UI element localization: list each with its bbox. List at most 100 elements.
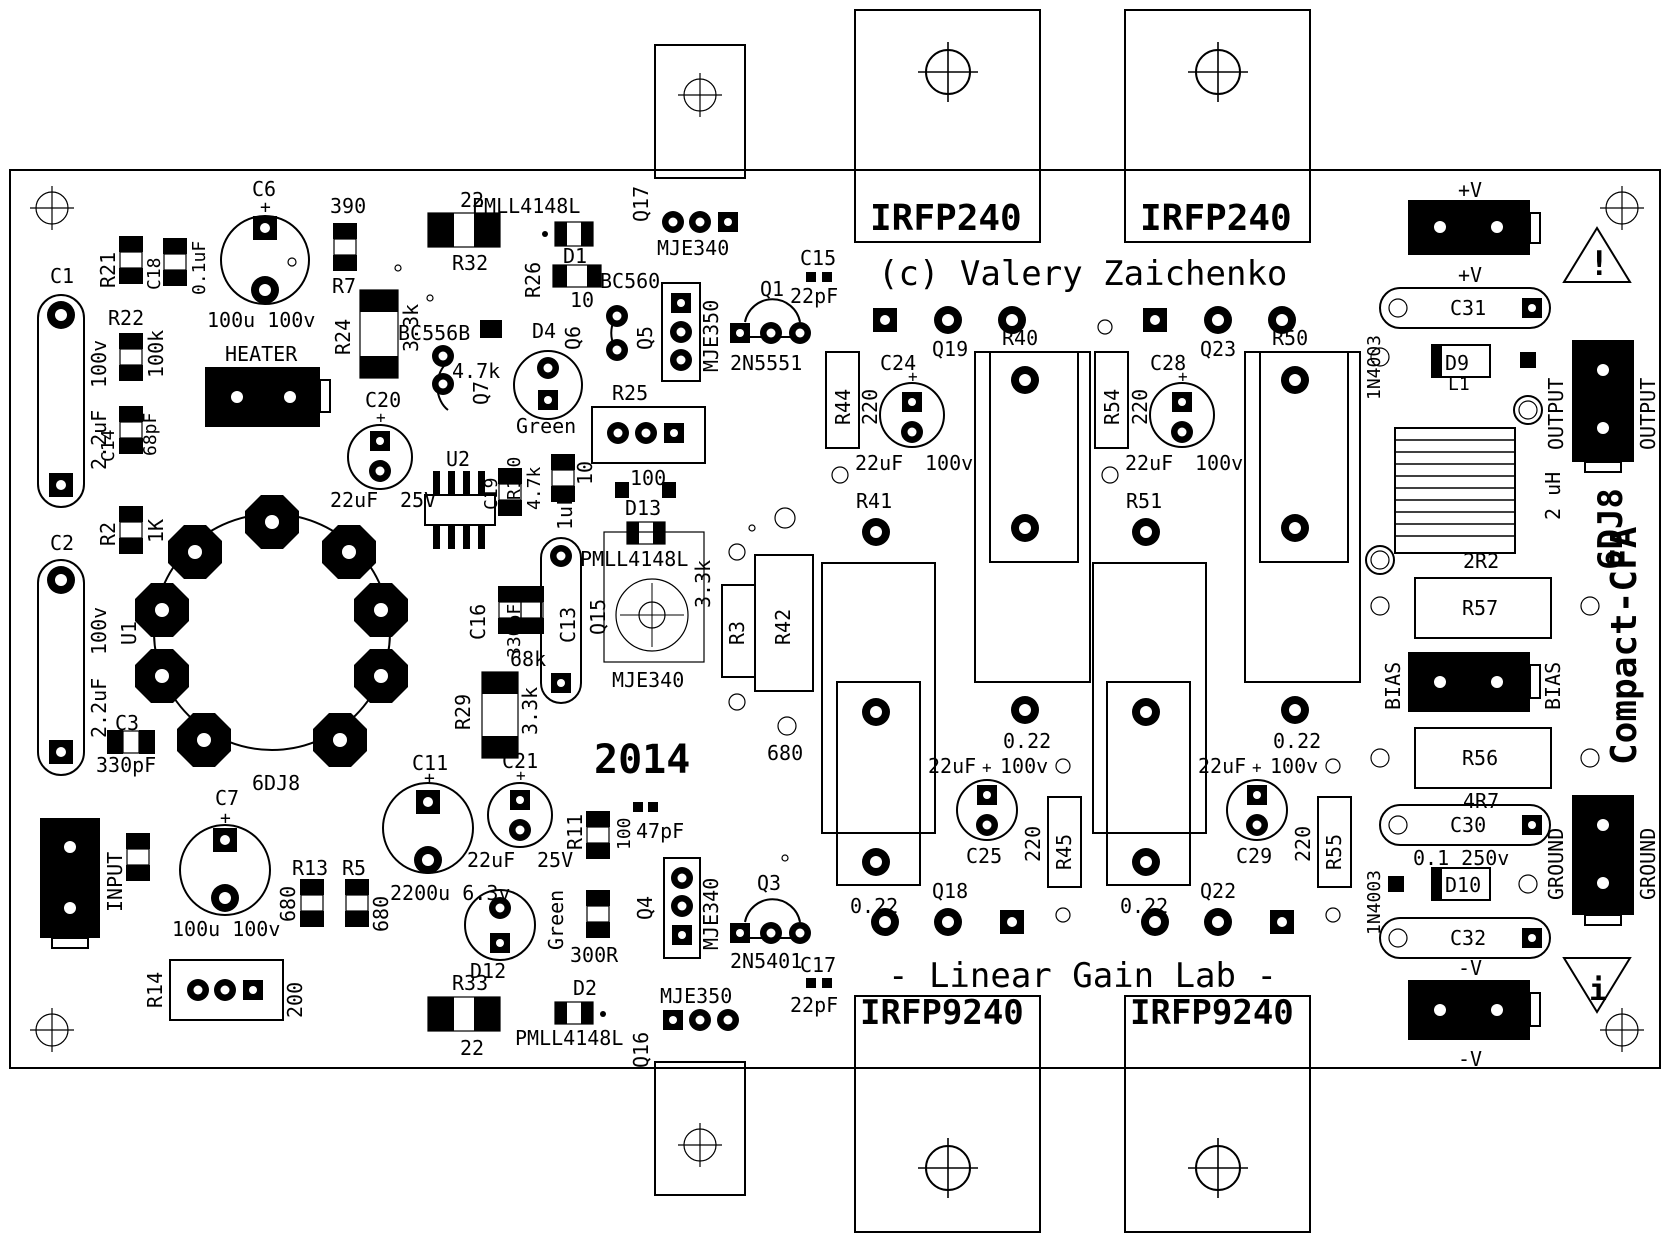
c7-value: 100u 100v	[172, 917, 280, 941]
r-10-value: 10	[573, 461, 597, 485]
q5-type: BC560	[600, 269, 660, 293]
c18-value: 0.1uF	[189, 241, 210, 295]
q1-label: Q1	[760, 277, 784, 301]
board-outline	[9, 169, 1661, 1069]
svg-text:+: +	[516, 766, 526, 785]
q4-type: MJE340	[699, 878, 723, 950]
ground-label-left: GROUND	[1544, 828, 1568, 900]
c15-value: 22pF	[790, 284, 838, 308]
irfp9240-right-label: IRFP9240	[1130, 993, 1294, 1033]
r32-label: R32	[452, 251, 488, 275]
d9-label: D9	[1445, 351, 1469, 375]
r11-value: 100	[614, 817, 635, 850]
q15-label: Q15	[586, 599, 610, 635]
c15-label: C15	[800, 246, 836, 270]
irfp9240-right-outline	[1124, 995, 1311, 1233]
r51-label: R51	[1126, 489, 1162, 513]
r25-value: 100	[630, 466, 666, 490]
bias-label-left: BIAS	[1381, 662, 1405, 710]
r57-label: R57	[1462, 596, 1498, 620]
d13-label: D13	[625, 496, 661, 520]
q17-label: Q17	[629, 186, 653, 222]
q15-type: MJE340	[612, 668, 684, 692]
c25-value-cap: 22uF	[928, 754, 976, 778]
q3-type: 2N5401	[730, 949, 802, 973]
minus-v-bottom-label: -V	[1458, 1047, 1482, 1071]
irfp9240-left-label: IRFP9240	[860, 993, 1024, 1033]
r13-value: 680	[276, 886, 300, 922]
q7-resistor-value: 4.7k	[452, 359, 500, 383]
plus-v-bottom-label: +V	[1458, 263, 1482, 287]
c6-label: C6	[252, 177, 276, 201]
q16-heatsink-outline	[654, 1061, 746, 1196]
r22-label: R22	[108, 306, 144, 330]
r14-value: 200	[283, 982, 307, 1018]
c21-label: C21	[502, 749, 538, 773]
c2-value-capacitance: 2.2uF	[87, 678, 111, 738]
r40-value: 0.22	[1003, 729, 1051, 753]
output-label-left: OUTPUT	[1544, 378, 1568, 450]
svg-text:i: i	[1589, 973, 1607, 1008]
r14-label: R14	[143, 972, 167, 1008]
c29-label: C29	[1236, 844, 1272, 868]
c28-value-voltage: 100v	[1195, 451, 1243, 475]
r7-label: R7	[332, 274, 356, 298]
irfp240-left-outline	[854, 9, 1041, 243]
r41-label: R41	[856, 489, 892, 513]
r25-label: R25	[612, 381, 648, 405]
bias-label-right: BIAS	[1541, 662, 1565, 710]
r33-value: 22	[460, 1036, 484, 1060]
r29-value: 3.3k	[518, 687, 542, 735]
q6-label: Q6	[561, 326, 585, 350]
svg-text:+: +	[1252, 758, 1262, 777]
input-label: INPUT	[103, 852, 127, 912]
c29-value-cap: 22uF	[1198, 754, 1246, 778]
c21-value-voltage: 25V	[537, 848, 573, 872]
c2-label: C2	[50, 531, 74, 555]
d1-label: D1	[563, 244, 587, 268]
svg-text:+: +	[220, 808, 231, 829]
socket-6dj8-label: 6DJ8	[252, 771, 300, 795]
l1-label: L1	[1448, 374, 1470, 395]
irfp240-right-label: IRFP240	[1140, 198, 1292, 239]
r42-value: 680	[767, 741, 803, 765]
c29-value-voltage: 100v	[1270, 754, 1318, 778]
copyright-text: (c) Valery Zaichenko	[878, 254, 1287, 294]
r57-value: 2R2	[1463, 549, 1499, 573]
r42-label: R42	[771, 609, 795, 645]
svg-text:+: +	[982, 758, 992, 777]
c30-value: 0.1 250v	[1413, 846, 1509, 870]
r26-value: 10	[570, 288, 594, 312]
r56-value: 4R7	[1463, 789, 1499, 813]
svg-text:+: +	[1178, 367, 1188, 386]
d12-label: D12	[470, 959, 506, 983]
r21-label: R21	[96, 252, 120, 288]
svg-text:+: +	[260, 197, 271, 218]
c24-label: C24	[880, 351, 916, 375]
r5-label: R5	[342, 856, 366, 880]
c3-value: 330pF	[96, 753, 156, 777]
c28-label: C28	[1150, 351, 1186, 375]
r300-value: 300R	[570, 943, 619, 967]
c17-label: C17	[800, 953, 836, 977]
c16-value: 330pF	[504, 604, 525, 658]
q1-type: 2N5551	[730, 351, 802, 375]
d10-type: 1N4003	[1364, 870, 1385, 935]
c16-label: C16	[466, 604, 490, 640]
c2-value-voltage: 100v	[87, 607, 111, 655]
q16-label: Q16	[629, 1032, 653, 1068]
c1-label: C1	[50, 264, 74, 288]
c3-label: C3	[115, 711, 139, 735]
c24-value-voltage: 100v	[925, 451, 973, 475]
c28-value-cap: 22uF	[1125, 451, 1173, 475]
r55-value: 220	[1291, 826, 1315, 862]
q19-label: Q19	[932, 337, 968, 361]
r45-value: 220	[1021, 826, 1045, 862]
d13-type: PMLL4148L	[580, 547, 688, 571]
svg-text:+: +	[424, 768, 435, 789]
r22-value: 100k	[144, 330, 168, 378]
r24-label: R24	[331, 319, 355, 355]
c25-value-voltage: 100v	[1000, 754, 1048, 778]
c20-value-cap: 22uF	[330, 488, 378, 512]
